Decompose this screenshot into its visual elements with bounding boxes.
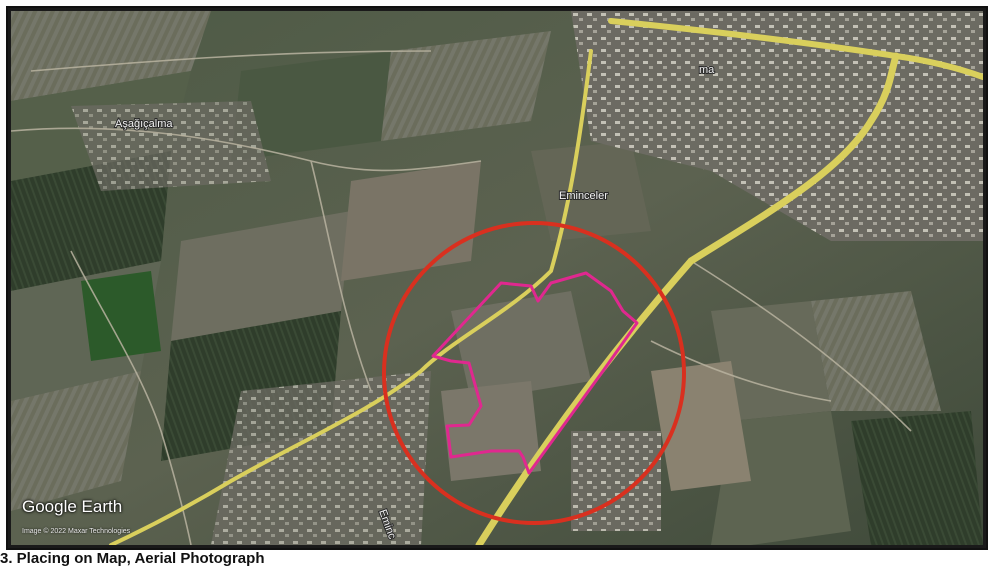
- highway-north: [608, 18, 983, 80]
- aerial-map[interactable]: Aşağıçalma Eminceler ma Eminc: [11, 11, 983, 545]
- place-label-eminceler: Eminceler: [559, 190, 608, 202]
- imagery-copyright: Image © 2022 Maxar Technologies: [22, 528, 131, 535]
- minor-roads: [11, 50, 912, 545]
- place-label-town-ne: ma: [699, 64, 715, 76]
- google-earth-logo: Google Earth: [22, 497, 123, 516]
- parcel-boundary: [431, 271, 639, 475]
- figure-caption: 3. Placing on Map, Aerial Photograph: [0, 551, 265, 566]
- built-up-areas: [71, 11, 983, 545]
- highway-main: [475, 52, 900, 545]
- main-roads: [109, 18, 983, 545]
- road-secondary: [109, 49, 593, 545]
- site-highlight-circle: [382, 221, 686, 525]
- place-label-asagicalma: Aşağıçalma: [115, 118, 173, 130]
